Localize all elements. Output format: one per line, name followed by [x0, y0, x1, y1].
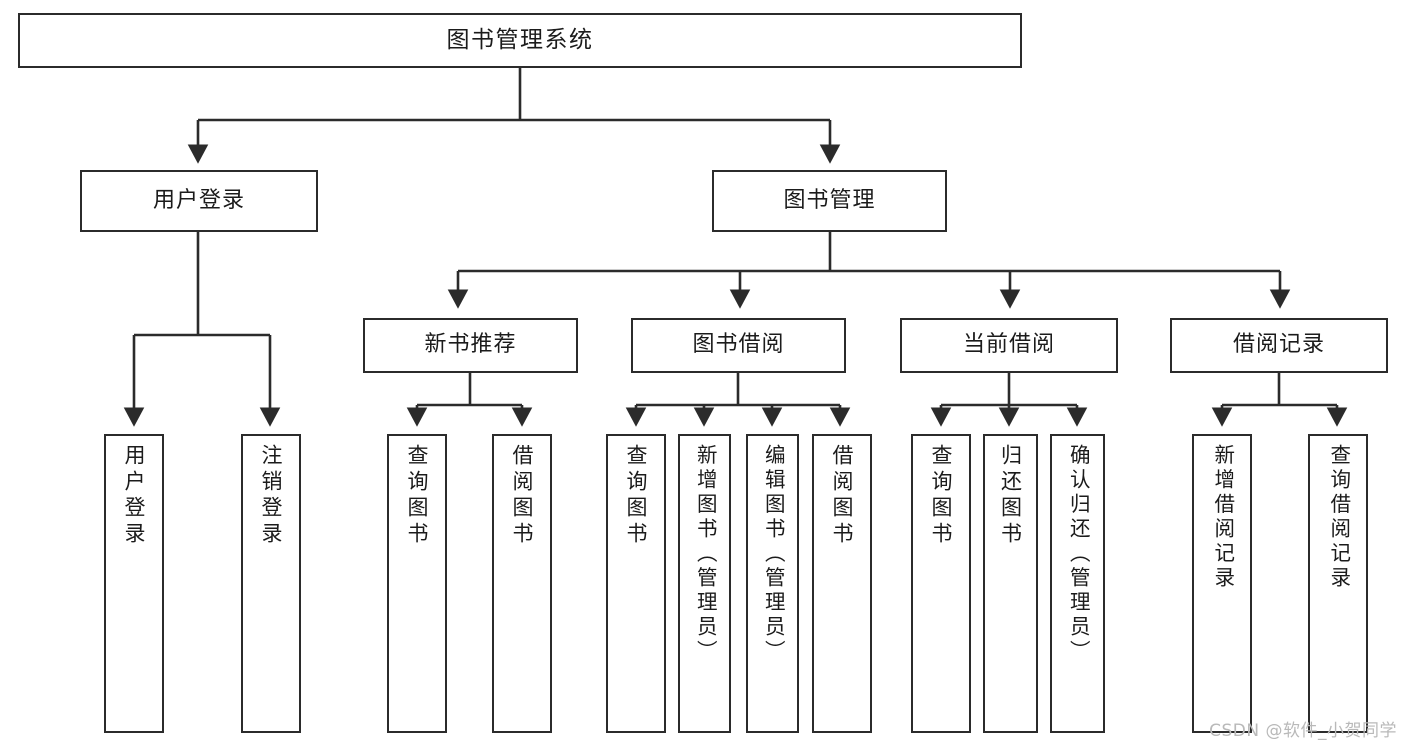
leaf-label: 查询图书	[405, 444, 430, 548]
leaf-current-confirm-return-admin[interactable]: 确认归还（管理员）	[1050, 434, 1105, 733]
node-book-management[interactable]: 图书管理	[712, 170, 947, 232]
leaf-label: 注销登录	[259, 444, 284, 548]
leaf-label: 查询图书	[624, 444, 649, 548]
node-book-borrow[interactable]: 图书借阅	[631, 318, 846, 373]
csdn-watermark: CSDN @软件_小贺同学	[1209, 721, 1397, 741]
leaf-label: 归还图书	[998, 444, 1023, 548]
leaf-user-login-login[interactable]: 用户登录	[104, 434, 164, 733]
leaf-borrow-add-book-admin[interactable]: 新增图书（管理员）	[678, 434, 731, 733]
leaf-label: 查询图书	[929, 444, 954, 548]
node-current-borrow[interactable]: 当前借阅	[900, 318, 1118, 373]
leaf-record-add-record[interactable]: 新增借阅记录	[1192, 434, 1252, 733]
leaf-label: 查询借阅记录	[1326, 444, 1351, 591]
node-label: 图书管理系统	[446, 26, 594, 53]
leaf-recommend-borrow-book[interactable]: 借阅图书	[492, 434, 552, 733]
leaf-borrow-query-book[interactable]: 查询图书	[606, 434, 666, 733]
node-label: 图书管理	[783, 187, 876, 213]
leaf-label: 借阅图书	[830, 444, 855, 548]
node-label: 新书推荐	[424, 332, 517, 358]
node-root-system[interactable]: 图书管理系统	[18, 13, 1022, 68]
leaf-label: 编辑图书（管理员）	[761, 444, 786, 665]
leaf-borrow-edit-book-admin[interactable]: 编辑图书（管理员）	[746, 434, 799, 733]
leaf-record-query-record[interactable]: 查询借阅记录	[1308, 434, 1368, 733]
leaf-label: 确认归还（管理员）	[1066, 444, 1091, 665]
node-label: 用户登录	[152, 187, 245, 213]
leaf-label: 借阅图书	[510, 444, 535, 548]
leaf-borrow-borrow-book[interactable]: 借阅图书	[812, 434, 872, 733]
node-label: 借阅记录	[1232, 332, 1325, 358]
node-label: 当前借阅	[962, 332, 1055, 358]
leaf-current-query-book[interactable]: 查询图书	[911, 434, 971, 733]
node-borrow-record[interactable]: 借阅记录	[1170, 318, 1388, 373]
leaf-label: 新增图书（管理员）	[693, 444, 718, 665]
leaf-current-return-book[interactable]: 归还图书	[983, 434, 1038, 733]
leaf-user-login-logout[interactable]: 注销登录	[241, 434, 301, 733]
leaf-label: 用户登录	[122, 444, 147, 548]
leaf-label: 新增借阅记录	[1210, 444, 1235, 591]
node-label: 图书借阅	[692, 332, 785, 358]
node-new-book-recommend[interactable]: 新书推荐	[363, 318, 578, 373]
leaf-recommend-query-book[interactable]: 查询图书	[387, 434, 447, 733]
node-user-login[interactable]: 用户登录	[80, 170, 318, 232]
